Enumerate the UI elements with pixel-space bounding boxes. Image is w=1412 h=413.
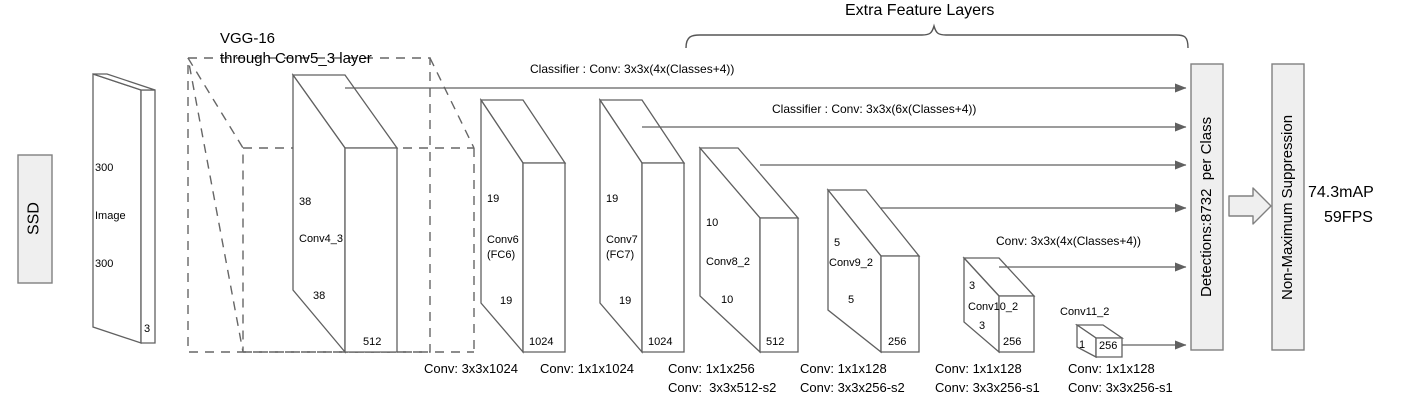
conv10_2-height-label: 3	[969, 280, 976, 292]
conv6-height-label: 19	[487, 193, 500, 205]
vgg16-title-line2: through Conv5_3 layer	[220, 50, 372, 67]
conv8_2-depth-label: 512	[766, 336, 785, 348]
flow-arrow-icon	[1228, 187, 1272, 225]
conv11_2-height-label: 1	[1079, 339, 1086, 351]
conv10_2-depth-label: 256	[1003, 336, 1022, 348]
spec-conv11_2-line2: Conv: 3x3x256-s1	[1068, 380, 1173, 395]
conv11_2-depth-label: 256	[1099, 340, 1118, 352]
spec-conv7-line1: Conv: 1x1x1024	[540, 361, 634, 376]
conv9_2-depth-label: 256	[888, 336, 907, 348]
result-fps-label: 59FPS	[1324, 209, 1373, 226]
extra-feature-layers-brace	[685, 23, 1189, 49]
conv7-sublabel: (FC7)	[606, 249, 635, 261]
block-conv4_3	[291, 72, 399, 354]
conv7-depth-label: 1024	[648, 336, 673, 348]
spec-conv9_2-line2: Conv: 3x3x256-s2	[800, 380, 905, 395]
spec-conv10_2-line1: Conv: 1x1x128	[935, 361, 1022, 376]
block-conv9_2	[826, 188, 921, 354]
conv4_3-width-label: 38	[313, 290, 326, 302]
conv6-width-label: 19	[500, 295, 513, 307]
result-map-label: 74.3mAP	[1308, 184, 1374, 201]
conv6-name-label: Conv6	[487, 234, 519, 246]
conv7-width-label: 19	[619, 295, 632, 307]
spec-conv8_2-line2: Conv: 3x3x512-s2	[668, 380, 777, 395]
block-conv10_2	[962, 256, 1036, 354]
block-conv7	[598, 97, 686, 354]
conv4_3-depth-label: 512	[363, 336, 382, 348]
nms-label: Non-Maximum Suppression	[1279, 114, 1297, 300]
image-name-label: Image	[95, 210, 126, 222]
conv6-sublabel: (FC6)	[487, 249, 516, 261]
spec-conv6-line1: Conv: 3x3x1024	[424, 361, 518, 376]
image-width-label: 300	[95, 258, 114, 270]
conv6-depth-label: 1024	[529, 336, 554, 348]
conv9_2-name-label: Conv9_2	[829, 257, 874, 269]
image-depth-label: 3	[144, 323, 151, 335]
conv8_2-name-label: Conv8_2	[706, 256, 751, 268]
classifier-annotation-conv7: Classifier : Conv: 3x3x(6x(Classes+4))	[772, 102, 977, 116]
spec-conv9_2-line1: Conv: 1x1x128	[800, 361, 887, 376]
conv7-name-label: Conv7	[606, 234, 638, 246]
vgg16-dashed-box	[187, 57, 475, 353]
conv10_2-width-label: 3	[979, 320, 986, 332]
spec-conv10_2-line2: Conv: 3x3x256-s1	[935, 380, 1040, 395]
block-conv11_2	[1074, 323, 1125, 359]
detections-panel	[1190, 63, 1224, 351]
detections-label: Detections:8732 per Class	[1198, 116, 1216, 298]
conv11_2-name-label: Conv11_2	[1060, 306, 1110, 318]
conv4_3-name-label: Conv4_3	[299, 233, 344, 245]
conv10_2-name-label: Conv10_2	[968, 301, 1019, 313]
conv4_3-height-label: 38	[299, 196, 312, 208]
conv9_2-width-label: 5	[848, 294, 855, 306]
block-conv8_2	[698, 146, 800, 354]
classifier-annotation-conv10-2: Conv: 3x3x(4x(Classes+4))	[996, 234, 1142, 248]
nms-panel	[1271, 63, 1305, 351]
spec-conv11_2-line1: Conv: 1x1x128	[1068, 361, 1155, 376]
feature-feed-lines	[345, 83, 1187, 350]
block-image	[92, 73, 156, 344]
conv8_2-width-label: 10	[721, 294, 734, 306]
ssd-label: SSD	[25, 202, 43, 236]
block-conv6	[479, 97, 567, 354]
conv8_2-height-label: 10	[706, 217, 719, 229]
spec-conv8_2-line1: Conv: 1x1x256	[668, 361, 755, 376]
extra-feature-layers-title: Extra Feature Layers	[845, 2, 995, 19]
ssd-panel	[17, 154, 53, 284]
classifier-annotation-conv4-3: Classifier : Conv: 3x3x(4x(Classes+4))	[530, 62, 735, 76]
vgg16-title-line1: VGG-16	[220, 30, 276, 47]
image-height-label: 300	[95, 162, 114, 174]
conv9_2-height-label: 5	[834, 237, 841, 249]
conv7-height-label: 19	[606, 193, 619, 205]
